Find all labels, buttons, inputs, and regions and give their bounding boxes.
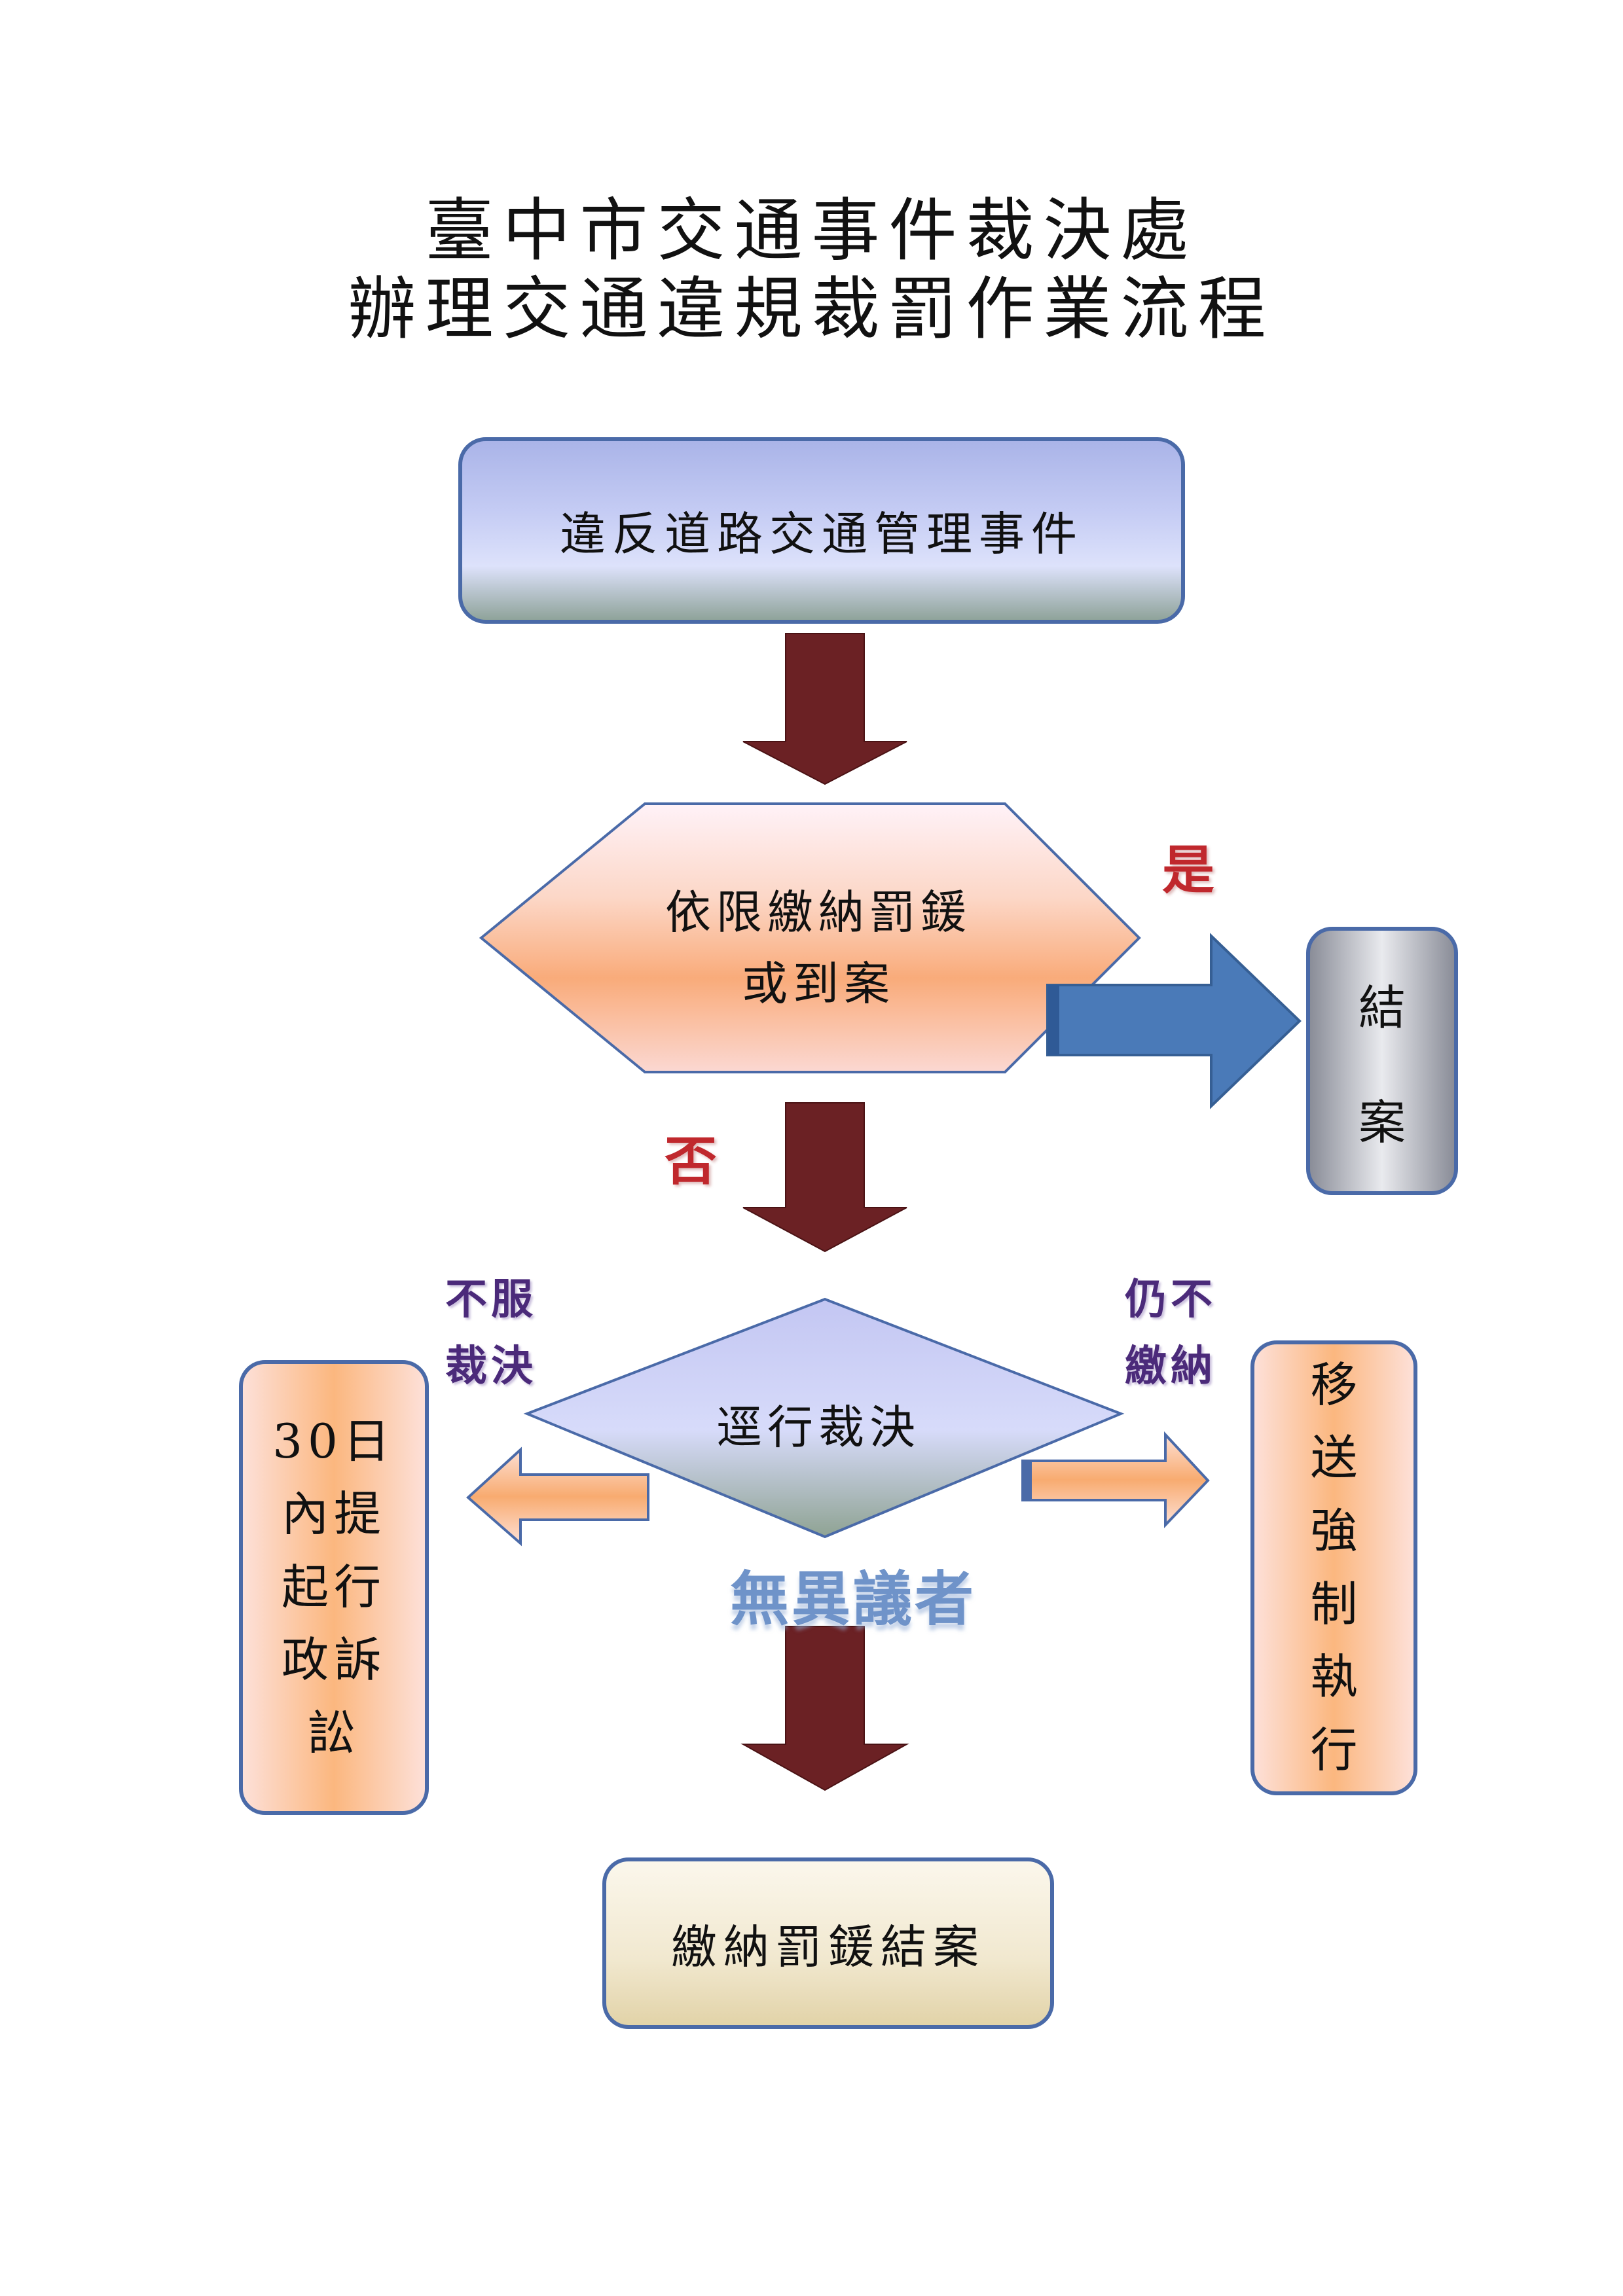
down-arrow-1 [742, 633, 907, 785]
unpaid-arrow [1021, 1431, 1210, 1528]
edge-label-unpaid-line-2: 繳納 [1125, 1342, 1216, 1391]
edge-label-unpaid: 仍不 繳納 [1125, 1266, 1216, 1401]
down-arrow-3 [740, 1626, 909, 1791]
enforcement-node: 移送強制執行 [1250, 1340, 1417, 1795]
unpaid-arrow-tail-stripe [1023, 1461, 1032, 1500]
start-node: 違反道路交通管理事件 [458, 437, 1185, 624]
decision-diamond-label: 逕行裁決 [716, 1401, 921, 1454]
edge-label-yes: 是 [1162, 840, 1214, 901]
disagree-arrow [465, 1446, 649, 1547]
close-case-char-1: 結 [1358, 980, 1406, 1035]
lawsuit-node: 30日內提起行政訴訟 [239, 1360, 429, 1815]
start-node-label: 違反道路交通管理事件 [560, 507, 1084, 561]
edge-label-unpaid-line-1: 仍不 [1125, 1276, 1216, 1324]
decision-diamond [523, 1297, 1125, 1539]
lawsuit-node-label: 30日內提起行政訴訟 [272, 1413, 395, 1761]
decision-hexagon-label-line-1: 依限繳納罰鍰 [665, 886, 972, 939]
edge-label-disagree-line-2: 裁決 [445, 1342, 537, 1391]
enforcement-node-label: 移送強制執行 [1310, 1357, 1358, 1778]
close-case-char-2: 案 [1358, 1095, 1406, 1150]
page-title-line-2: 辦理交通違規裁罰作業流程 [348, 269, 1275, 349]
end-node-label: 繳納罰鍰結案 [671, 1920, 985, 1974]
edge-label-no: 否 [665, 1131, 717, 1192]
close-case-node: 結 案 [1306, 927, 1458, 1195]
down-arrow-2 [742, 1102, 907, 1253]
end-node: 繳納罰鍰結案 [602, 1857, 1054, 2029]
decision-hexagon [479, 802, 1141, 1073]
decision-hexagon-label: 依限繳納罰鍰 或到案 [609, 877, 1028, 1019]
decision-hexagon-label-line-2: 或到案 [742, 956, 895, 1011]
edge-label-disagree-line-1: 不服 [445, 1276, 537, 1324]
yes-arrow [1046, 933, 1302, 1109]
yes-arrow-tail-stripe [1048, 985, 1059, 1055]
edge-label-disagree: 不服 裁決 [445, 1266, 537, 1401]
page-title-line-1: 臺中市交通事件裁決處 [425, 190, 1198, 270]
edge-label-no-objection: 無異議者 [730, 1565, 976, 1634]
